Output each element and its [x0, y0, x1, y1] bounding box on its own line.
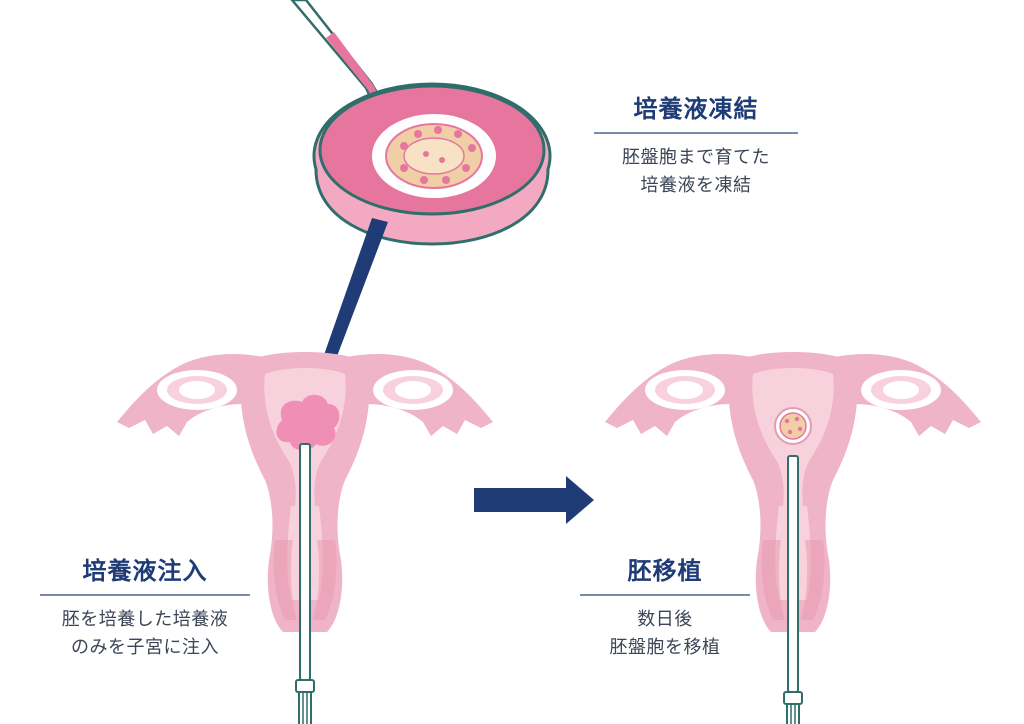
divider [580, 594, 750, 596]
description-line: のみを子宮に注入 [71, 637, 219, 658]
step-description: 数日後 胚盤胞を移植 [574, 606, 756, 662]
step-transfer: 胚移植 数日後 胚盤胞を移植 [574, 556, 756, 662]
step-freeze: 培養液凍結 胚盤胞まで育てた 培養液を凍結 [594, 94, 798, 200]
petri-dish-icon [312, 82, 552, 246]
divider [594, 132, 798, 134]
step-title: 培養液注入 [82, 557, 208, 585]
description-line: 胚盤胞まで育てた [622, 147, 770, 168]
blastocyst-icon [372, 114, 496, 198]
description-line: 胚を培養した培養液 [61, 609, 229, 630]
blastocyst-icon [774, 407, 812, 445]
culture-fluid-blob [276, 394, 340, 451]
arrow-right-icon [474, 476, 594, 524]
step-inject: 培養液注入 胚を培養した培養液 のみを子宮に注入 [26, 556, 264, 662]
step-title: 培養液凍結 [633, 95, 759, 123]
step-title: 胚移植 [627, 557, 703, 585]
description-line: 胚盤胞を移植 [609, 637, 721, 658]
divider [40, 594, 250, 596]
step-description: 胚盤胞まで育てた 培養液を凍結 [594, 144, 798, 200]
description-line: 数日後 [637, 609, 693, 630]
step-description: 胚を培養した培養液 のみを子宮に注入 [26, 606, 264, 662]
description-line: 培養液を凍結 [640, 175, 752, 196]
